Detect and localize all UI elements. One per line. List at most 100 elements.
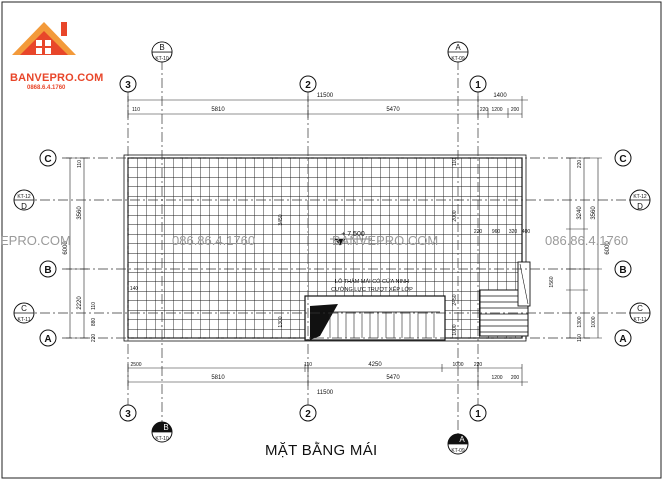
dim-left-6000: 6000 <box>63 241 69 255</box>
section-marker-a-bottom <box>447 433 469 455</box>
axis-bubble-2-top <box>299 75 317 93</box>
dim-inner-1000: 1000 <box>452 324 458 335</box>
axis-bubble-2-bottom <box>299 404 317 422</box>
dim-bottom-4250: 4250 <box>368 362 382 368</box>
dim-top-5470: 5470 <box>386 107 400 113</box>
section-letter-b-top: B <box>159 43 164 52</box>
dim-left-110b: 110 <box>91 302 97 310</box>
section-ref-b-top: KT-10 <box>155 56 169 62</box>
watermark-mid-site: BANVEPRO.COM <box>332 233 439 248</box>
dim-right-220: 220 <box>577 160 583 169</box>
axis-label-c-right: C <box>619 154 626 165</box>
dim-inner-400: 400 <box>522 229 531 235</box>
dim-right-1300: 1300 <box>577 316 583 327</box>
dim-top-200: 200 <box>511 107 520 113</box>
section-marker-b-bottom <box>151 421 173 443</box>
dim-inner-2450: 2450 <box>452 294 458 305</box>
dim-left-3560: 3560 <box>77 206 83 220</box>
dim-top-5810: 5810 <box>211 107 225 113</box>
dim-bottom-5470: 5470 <box>386 375 400 381</box>
section-marker-c-right <box>629 302 651 324</box>
grid-lines <box>22 60 640 440</box>
axis-label-b-left: B <box>44 265 51 276</box>
axis-label-3-top: 3 <box>125 80 131 91</box>
axis-bubble-c-left <box>39 149 57 167</box>
logo-phone: 0868.6.4.1760 <box>27 85 66 91</box>
dim-right-110: 110 <box>577 334 583 342</box>
dim-top-220: 220 <box>480 107 489 113</box>
axis-label-c-left: C <box>44 154 51 165</box>
roof-hatch <box>304 295 446 341</box>
section-letter-c-right: C <box>637 304 643 313</box>
axis-bubble-3-top <box>119 75 137 93</box>
dim-top-1400: 1400 <box>493 93 507 99</box>
axis-bubble-1-bottom <box>469 404 487 422</box>
section-marker-d-right <box>629 189 651 211</box>
watermark-left: EPRO.COM <box>0 233 71 248</box>
watermark-mid-phone: 086.86.4.1760 <box>172 233 256 248</box>
axis-bubble-b-right <box>614 260 632 278</box>
section-letter-a-top: A <box>455 43 461 52</box>
axis-label-2-bottom: 2 <box>305 409 311 420</box>
section-marker-a-top <box>447 41 469 63</box>
dim-left-220: 220 <box>91 334 97 343</box>
axis-bubble-3-bottom <box>119 404 137 422</box>
dim-top-1200: 1200 <box>491 107 502 113</box>
dim-right-3560: 3560 <box>591 206 597 220</box>
dim-top-total: 11500 <box>317 93 334 99</box>
axis-label-1-top: 1 <box>475 80 481 91</box>
axis-label-b-right: B <box>619 265 626 276</box>
dim-right-1560: 1560 <box>549 276 555 287</box>
dim-inner-1300: 1300 <box>278 316 284 327</box>
dim-bottom-total: 11500 <box>317 390 334 396</box>
dim-left-880: 880 <box>91 318 97 327</box>
axis-bubble-a-right <box>614 329 632 347</box>
section-letter-d-right: D <box>637 202 643 211</box>
company-logo <box>12 22 76 55</box>
section-letter-c-left: C <box>21 304 27 313</box>
level-mark: + 7.500 <box>341 231 365 238</box>
section-ref-c-right: KT-11 <box>634 317 647 323</box>
section-ref-a-bottom: KT-09 <box>451 448 465 454</box>
axis-label-a-left: A <box>44 334 51 345</box>
section-marker-c-left <box>13 302 35 324</box>
section-letter-b-bottom: B <box>163 423 168 432</box>
dim-inner-960: 960 <box>492 229 501 235</box>
dim-right-3240: 3240 <box>577 206 583 220</box>
dim-right-1000: 1000 <box>591 316 597 327</box>
dim-bottom-200: 200 <box>511 375 520 381</box>
dim-top-110: 110 <box>132 107 140 113</box>
dim-bottom-110: 110 <box>304 362 312 368</box>
dim-inner-220: 220 <box>474 229 483 235</box>
hatch-note-line2: CƯỜNG LỰC TRƯỢT XẾP LỚP <box>331 286 413 293</box>
dim-inner-320: 320 <box>509 229 518 235</box>
dim-bottom-2500: 2500 <box>130 362 141 368</box>
watermark-right-phone: 086.86.4.1760 <box>545 233 629 248</box>
section-ref-a-top: KT-09 <box>451 56 465 62</box>
axis-bubble-a-left <box>39 329 57 347</box>
dim-right-6000: 6000 <box>605 241 611 255</box>
axis-bubble-1-top <box>469 75 487 93</box>
axis-bubble-c-right <box>614 149 632 167</box>
axis-label-1-bottom: 1 <box>475 409 481 420</box>
dim-bottom-1200: 1200 <box>491 375 502 381</box>
axis-label-a-right: A <box>619 334 626 345</box>
section-ref-d-right: KT-12 <box>633 194 647 200</box>
dim-bottom-1000: 1000 <box>452 362 463 368</box>
axis-label-2-top: 2 <box>305 80 311 91</box>
drawing-title: MẶT BẰNG MÁI <box>265 442 378 459</box>
dim-inner-110: 110 <box>452 158 458 166</box>
section-marker-d-left <box>13 189 35 211</box>
section-letter-d-left: D <box>21 202 27 211</box>
dim-left-110: 110 <box>77 160 83 168</box>
dim-bottom-5810: 5810 <box>211 375 225 381</box>
axis-bubble-b-left <box>39 260 57 278</box>
dim-left-2220: 2220 <box>77 296 83 310</box>
hatch-note-line1: LỖ THĂM MÁI CÓ CỬA NINH <box>335 278 409 285</box>
section-letter-a-bottom: A <box>459 435 465 444</box>
section-ref-b-bottom: KT-10 <box>155 436 169 442</box>
level-marker-icon <box>330 238 372 246</box>
axis-label-3-bottom: 3 <box>125 409 131 420</box>
